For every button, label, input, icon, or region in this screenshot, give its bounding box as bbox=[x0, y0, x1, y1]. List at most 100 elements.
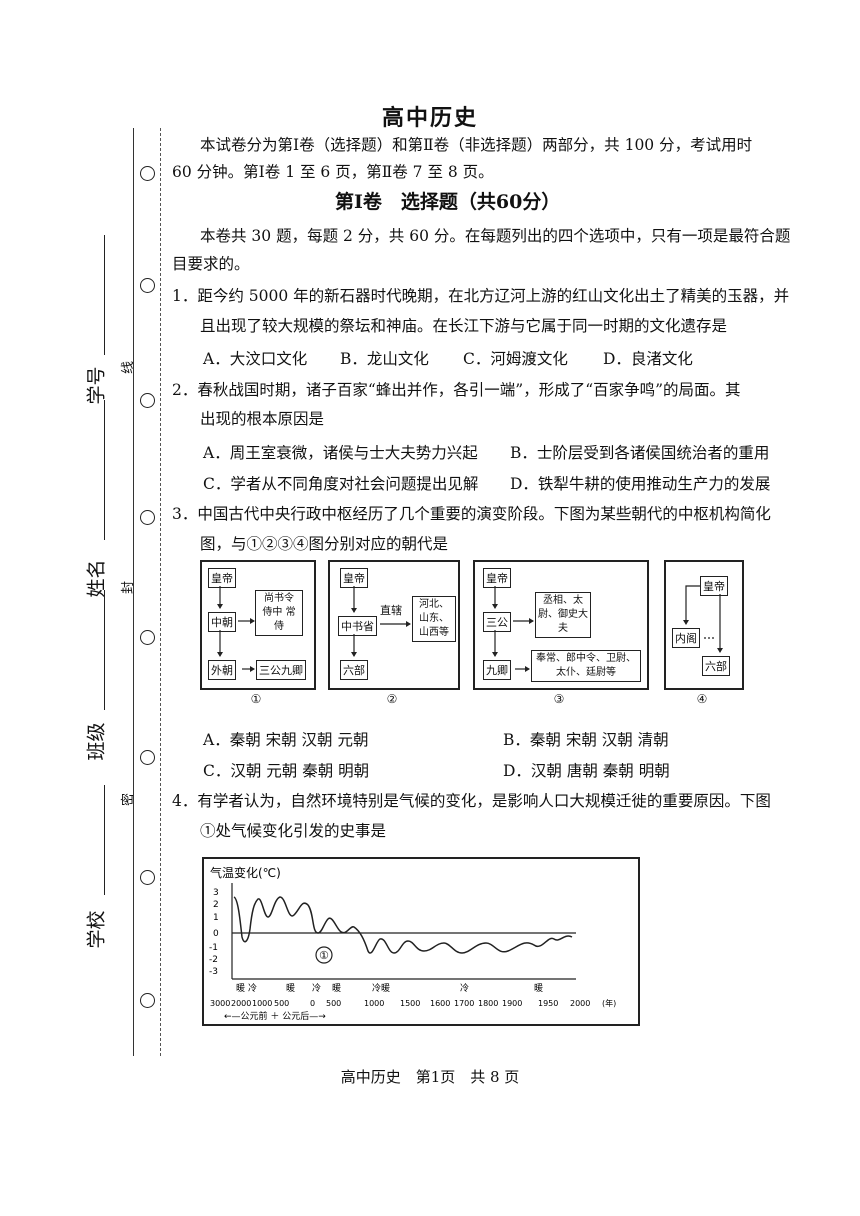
period-label: 冷 bbox=[460, 982, 469, 994]
q3-stem-1: 3．中国古代中央行政中枢经历了几个重要的演变阶段。下图为某些朝代的中枢机构简化 bbox=[172, 505, 771, 523]
diagram-2-emperor: 皇帝 bbox=[340, 568, 368, 588]
chart-marker: ① bbox=[319, 949, 329, 962]
x-tick: 0 bbox=[310, 999, 315, 1008]
diagram-1-outer-court: 外朝 bbox=[208, 660, 236, 680]
class-label: 班级 bbox=[85, 722, 108, 761]
x-tick: 1800 bbox=[478, 999, 498, 1008]
student-id-label: 学号 bbox=[85, 366, 108, 405]
intro-line-1: 本试卷分为第Ⅰ卷（选择题）和第Ⅱ卷（非选择题）两部分，共 100 分，考试用时 bbox=[200, 136, 753, 154]
y-tick: 3 bbox=[213, 888, 219, 898]
q2-option-a[interactable]: A．周王室衰微，诸侯与士大夫势力兴起 bbox=[203, 444, 478, 462]
q3-option-d[interactable]: D．汉朝 唐朝 秦朝 明朝 bbox=[503, 762, 670, 780]
diagram-2: 皇帝 中书省 直辖 河北、山东、山西等 六部 bbox=[328, 560, 460, 690]
diagram-2-arrows bbox=[351, 586, 411, 657]
binding-hole bbox=[140, 393, 155, 408]
diagram-3-emperor: 皇帝 bbox=[483, 568, 511, 588]
binding-hole bbox=[140, 510, 155, 525]
binding-hole bbox=[140, 278, 155, 293]
q2-stem-1: 2．春秋战国时期，诸子百家“蜂出并作，各引一端”，形成了“百家争鸣”的局面。其 bbox=[172, 381, 741, 399]
instructions-line-1: 本卷共 30 题，每题 2 分，共 60 分。在每题列出的四个选项中，只有一项是… bbox=[200, 227, 791, 245]
temperature-curve bbox=[233, 896, 573, 954]
margin-line-inner bbox=[133, 128, 134, 1056]
q2-option-b[interactable]: B．士阶层受到各诸侯国统治者的重用 bbox=[510, 444, 770, 462]
period-label: 冷 bbox=[312, 982, 321, 994]
q1-stem-1: 1．距今约 5000 年的新石器时代晚期，在北方辽河上游的红山文化出土了精美的玉… bbox=[172, 287, 790, 305]
climate-chart-svg: 气温变化(℃) 3 2 1 0 -1 -2 -3 ① 暖 冷 暖 冷 暖 冷暖 … bbox=[209, 865, 616, 1022]
binding-hole bbox=[140, 870, 155, 885]
diagram-2-secretariat: 中书省 bbox=[338, 616, 377, 636]
diagram-4-arrows bbox=[683, 585, 723, 653]
diagram-3: 皇帝 三公 丞相、太尉、御史大夫 九卿 奉常、郎中令、卫尉、太仆、廷尉等 bbox=[473, 560, 649, 690]
x-tick: 1950 bbox=[538, 999, 558, 1008]
y-tick: 0 bbox=[213, 929, 219, 939]
binding-hole bbox=[140, 750, 155, 765]
q3-option-a[interactable]: A．秦朝 宋朝 汉朝 元朝 bbox=[203, 731, 369, 749]
x-tick: 1000 bbox=[252, 999, 272, 1008]
q1-option-d[interactable]: D．良渚文化 bbox=[603, 350, 693, 368]
diagram-4: 皇帝 内阁 六部 bbox=[664, 560, 744, 690]
q1-option-b[interactable]: B．龙山文化 bbox=[340, 350, 429, 368]
x-tick: 1500 bbox=[400, 999, 420, 1008]
diagram-4-caption: ④ bbox=[696, 692, 708, 706]
x-tick: 1000 bbox=[364, 999, 384, 1008]
q4-stem-1: 4．有学者认为，自然环境特别是气候的变化，是影响人口大规模迁徙的重要原因。下图 bbox=[172, 792, 771, 810]
diagram-1-officials: 尚书令 侍中 常侍 bbox=[255, 590, 303, 636]
q4-stem-2: ①处气候变化引发的史事是 bbox=[200, 822, 387, 840]
diagram-1-arrows bbox=[217, 586, 255, 672]
binding-hole bbox=[140, 993, 155, 1008]
period-label: 暖 bbox=[534, 982, 543, 994]
margin-line-dashed bbox=[160, 128, 161, 1056]
school-label: 学校 bbox=[85, 910, 108, 949]
x-tick: 1700 bbox=[454, 999, 474, 1008]
q2-option-d[interactable]: D．铁犁牛耕的使用推动生产力的发展 bbox=[510, 475, 771, 493]
seal-char-seal: 封 bbox=[121, 580, 137, 595]
q1-option-a[interactable]: A．大汶口文化 bbox=[203, 350, 308, 368]
period-label: 冷 bbox=[248, 982, 257, 994]
diagram-2-six-ministries: 六部 bbox=[340, 660, 368, 680]
school-field[interactable] bbox=[104, 785, 105, 895]
climate-chart: 气温变化(℃) 3 2 1 0 -1 -2 -3 ① 暖 冷 暖 冷 暖 冷暖 … bbox=[202, 857, 640, 1026]
diagram-2-regions: 河北、山东、山西等 bbox=[412, 596, 456, 642]
period-label: 暖 bbox=[236, 982, 245, 994]
q2-option-c[interactable]: C．学者从不同角度对社会问题提出见解 bbox=[203, 475, 479, 493]
diagram-3-arrows bbox=[492, 586, 534, 672]
q3-option-c[interactable]: C．汉朝 元朝 秦朝 明朝 bbox=[203, 762, 370, 780]
intro-line-2: 60 分钟。第Ⅰ卷 1 至 6 页，第Ⅱ卷 7 至 8 页。 bbox=[172, 163, 494, 181]
diagram-3-nine-ministers: 九卿 bbox=[483, 660, 511, 680]
x-tick: 3000 bbox=[210, 999, 230, 1008]
diagram-1: 皇帝 中朝 尚书令 侍中 常侍 外朝 三公九卿 bbox=[200, 560, 316, 690]
page-title: 高中历史 bbox=[381, 105, 478, 131]
x-tick: (年) bbox=[602, 998, 616, 1008]
diagram-2-caption: ② bbox=[386, 692, 398, 706]
x-tick: 1600 bbox=[430, 999, 450, 1008]
x-tick: 500 bbox=[274, 999, 289, 1008]
diagram-3-minister-list: 奉常、郎中令、卫尉、太仆、廷尉等 bbox=[531, 650, 641, 682]
seal-char-line: 线 bbox=[121, 360, 137, 375]
diagram-4-six-ministries: 六部 bbox=[702, 656, 730, 676]
diagram-4-emperor: 皇帝 bbox=[700, 576, 728, 596]
section-title: 第Ⅰ卷 选择题（共60分） bbox=[335, 191, 561, 213]
y-tick: -1 bbox=[209, 943, 218, 953]
y-tick: 2 bbox=[213, 900, 219, 910]
q2-stem-2: 出现的根本原因是 bbox=[200, 410, 325, 428]
diagram-1-ministers: 三公九卿 bbox=[256, 660, 306, 680]
binding-hole bbox=[140, 166, 155, 181]
q3-option-b[interactable]: B．秦朝 宋朝 汉朝 清朝 bbox=[503, 731, 669, 749]
class-field[interactable] bbox=[104, 590, 105, 710]
q1-stem-2: 且出现了较大规模的祭坛和神庙。在长江下游与它属于同一时期的文化遗存是 bbox=[200, 317, 728, 335]
q1-option-c[interactable]: C．河姆渡文化 bbox=[463, 350, 568, 368]
period-label: 暖 bbox=[332, 982, 341, 994]
marker-circle bbox=[315, 946, 333, 964]
y-tick: -3 bbox=[209, 967, 218, 977]
q3-stem-2: 图，与①②③④图分别对应的朝代是 bbox=[200, 535, 449, 553]
diagram-2-direct-label: 直辖 bbox=[380, 604, 402, 617]
student-id-field[interactable] bbox=[104, 235, 105, 355]
name-field[interactable] bbox=[104, 400, 105, 540]
era-label: ←—公元前 ＋ 公元后—→ bbox=[224, 1010, 326, 1022]
diagram-4-grand-secretariat: 内阁 bbox=[672, 628, 700, 648]
chart-ylabel: 气温变化(℃) bbox=[210, 865, 281, 880]
page-footer: 高中历史 第1页 共 8 页 bbox=[340, 1068, 520, 1086]
x-tick: 1900 bbox=[502, 999, 522, 1008]
x-tick: 2000 bbox=[231, 999, 251, 1008]
y-tick: 1 bbox=[213, 913, 219, 923]
